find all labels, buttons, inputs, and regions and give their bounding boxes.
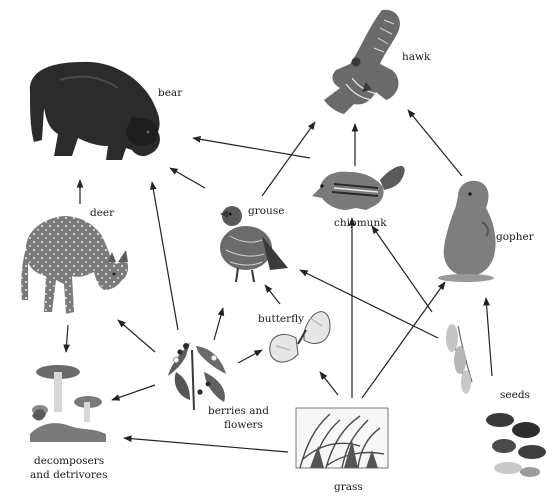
berries-label-line1: berries and xyxy=(208,405,269,417)
deer-illustration xyxy=(21,216,128,314)
arrows-layer xyxy=(66,110,492,452)
chipmunk-label: chipmunk xyxy=(334,217,387,229)
arrow-grouse-to-bear xyxy=(170,168,205,188)
arrow-seeds-to-chipmunk xyxy=(372,226,432,312)
arrow-grouse-to-hawk xyxy=(262,122,315,196)
arrow-butterfly-to-grouse xyxy=(265,285,280,304)
gopher-label: gopher xyxy=(496,231,535,243)
butterfly-label: butterfly xyxy=(258,313,304,325)
gopher-illustration xyxy=(438,181,496,282)
arrow-berries-to-decomposers xyxy=(112,385,155,400)
deer-label: deer xyxy=(90,207,115,219)
seed-pile xyxy=(486,413,546,477)
decomposers-illustration xyxy=(30,365,106,442)
hawk-illustration xyxy=(324,10,400,114)
arrow-deer-to-decomposers xyxy=(66,325,68,352)
arrow-seeds-to-gopher xyxy=(486,298,492,376)
arrow-berries-to-deer xyxy=(118,320,155,352)
decomposers-label-line1: decomposers xyxy=(34,455,104,467)
hawk-label: hawk xyxy=(402,51,431,63)
bear-illustration xyxy=(30,62,160,160)
bear-label: bear xyxy=(158,87,183,99)
berries-label-line2: flowers xyxy=(224,419,263,431)
seeds-label: seeds xyxy=(500,389,530,401)
arrow-berries-to-grouse xyxy=(214,308,223,340)
berries-flowers-illustration xyxy=(168,342,226,410)
arrow-chipmunk-to-bear xyxy=(193,138,310,158)
arrow-berries-to-bear xyxy=(152,182,178,330)
grass-illustration xyxy=(296,408,388,468)
grouse-label: grouse xyxy=(248,205,284,217)
arrow-grass-to-butterfly xyxy=(320,372,338,395)
grouse-illustration xyxy=(220,206,288,282)
decomposers-label-line2: and detrivores xyxy=(30,469,108,481)
arrow-grass-to-decomposers xyxy=(124,438,288,452)
chipmunk-illustration xyxy=(312,166,405,210)
arrow-grass-to-gopher xyxy=(362,282,445,398)
grass-label: grass xyxy=(334,481,363,493)
arrow-gopher-to-hawk xyxy=(408,110,462,176)
arrow-berries-to-butterfly xyxy=(238,350,262,363)
seeds-illustration xyxy=(446,324,546,477)
